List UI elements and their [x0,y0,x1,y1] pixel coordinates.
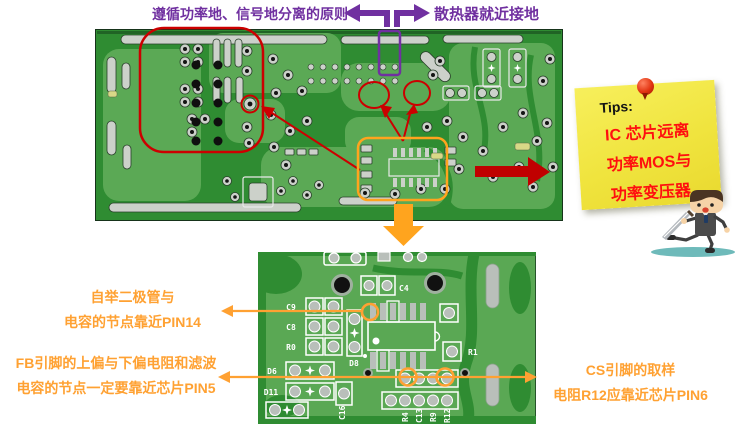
callout-pin6: CS引脚的取样 电阻R12应靠近芯片PIN6 [538,358,723,408]
component-label-r1: R1 [468,348,478,357]
component-label-r12: R12 [443,408,452,423]
component-label-r9: R9 [429,412,438,422]
callout-pin5: FB引脚的上偏与下偏电阻和滤波 电容的节点一定要靠近芯片PIN5 [0,351,232,401]
annotation-heatsink: 散热器就近接地 [434,6,540,23]
component-label-c16: C16 [338,405,347,420]
annotation-ground-principle: 遵循功率地、信号地分离的原则 [152,6,348,22]
top-pcb-board [95,29,563,221]
purple-ground-arrows [358,10,416,27]
component-label-d11: D11 [264,388,279,397]
sticky-note-title: Tips: [599,97,634,116]
callout-pin6-line2: 电阻R12应靠近芯片PIN6 [553,387,708,403]
component-label-c13: C13 [415,408,424,423]
component-label-d8: D8 [349,359,359,368]
callout-pin5-line1: FB引脚的上偏与下偏电阻和滤波 [15,355,217,371]
callout-pin6-line1: CS引脚的取样 [585,362,676,378]
component-label-r0: R0 [286,343,296,352]
callout-pin5-line2: 电容的节点一定要靠近芯片PIN5 [16,380,216,396]
sticky-note-line1: IC 芯片远离 [604,122,690,145]
component-label-r4: R4 [401,412,410,422]
component-label-d6: D6 [267,367,277,376]
component-label-c8: C8 [286,323,296,332]
push-pin-icon [637,78,654,100]
component-label-c9: C9 [286,303,296,312]
callout-pin14-line1: 自举二极管与 [90,289,175,305]
component-label-c4: C4 [399,284,409,293]
callout-pin14-line2: 电容的节点靠近PIN14 [64,314,201,330]
sticky-note-line2: 功率MOS与 [606,152,692,175]
zoomed-pcb-board: C4 C9 C8 R0 D8 [258,252,536,424]
cartoon-character [651,190,735,257]
callout-pin14: 自举二极管与 电容的节点靠近PIN14 [30,285,235,335]
